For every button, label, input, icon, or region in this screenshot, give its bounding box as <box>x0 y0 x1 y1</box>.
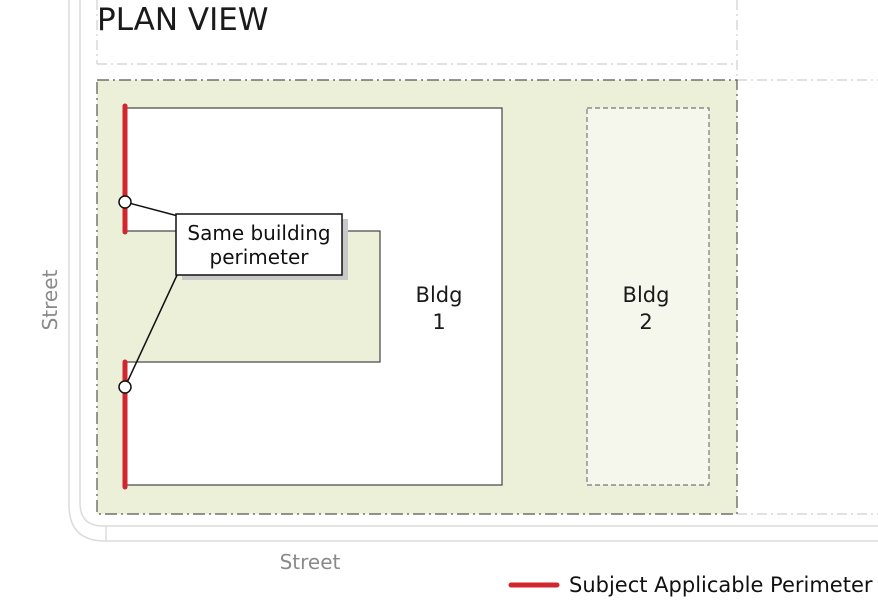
callout-line-2: perimeter <box>210 245 310 269</box>
legend-label: Subject Applicable Perimeter <box>569 573 873 597</box>
building-1-label: Bldg <box>416 283 463 307</box>
building-2-label: Bldg <box>623 283 670 307</box>
building-1-number: 1 <box>432 310 445 334</box>
street-curb-outer <box>68 0 878 542</box>
street-label-bottom: Street <box>280 550 341 574</box>
street-label-left: Street <box>38 269 62 330</box>
building-2-number: 2 <box>639 310 652 334</box>
callout-leader-upper <box>124 201 179 217</box>
callout-line-1: Same building <box>187 221 330 245</box>
callout-leader-lower <box>124 272 179 388</box>
callout-marker-upper <box>118 195 132 209</box>
page-title: PLAN VIEW <box>97 2 269 38</box>
callout-box <box>175 213 343 276</box>
callout-marker-lower <box>118 380 132 394</box>
building-2 <box>586 107 710 486</box>
street-curb-corner <box>79 0 106 527</box>
